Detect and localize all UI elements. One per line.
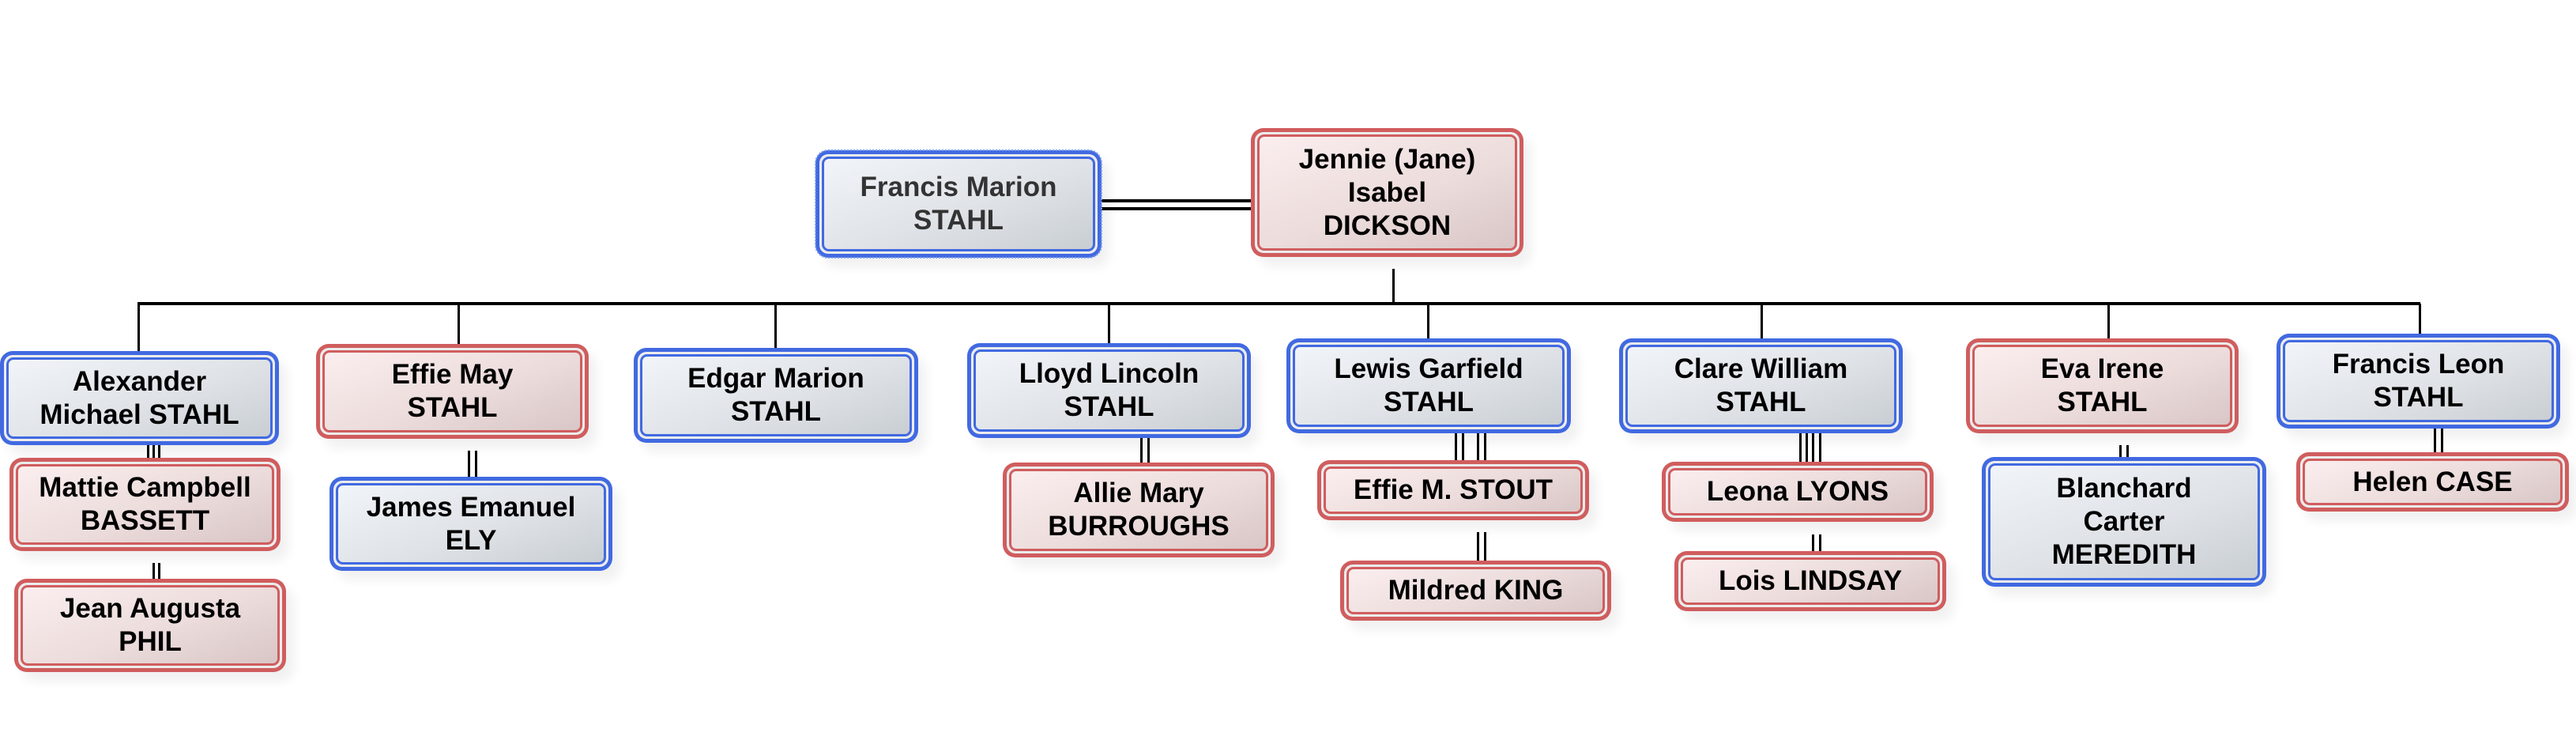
person-effie-may-stahl[interactable]: Effie May STAHL [316,344,589,439]
person-name: Jean Augusta PHIL [21,585,280,666]
person-jean-phil[interactable]: Jean Augusta PHIL [14,579,286,672]
person-name: Lloyd Lincoln STAHL [974,349,1245,432]
person-francis-marion-stahl[interactable]: Francis Marion STAHL [815,149,1102,259]
marriage-line [475,451,477,477]
child-drop-line [2419,304,2421,334]
person-name: Allie Mary BURROUGHS [1009,469,1268,551]
person-name: Francis Marion STAHL [822,157,1095,251]
person-clare-stahl[interactable]: Clare William STAHL [1619,338,1903,433]
marriage-line [1455,433,1457,460]
person-name: Lewis Garfield STAHL [1293,345,1565,427]
person-name: Helen CASE [2303,459,2563,505]
marriage-line [1102,207,1252,210]
person-blanchard-meredith[interactable]: Blanchard Carter MEREDITH [1982,457,2266,587]
child-drop-line [458,304,460,345]
person-name: Effie May STAHL [322,350,582,432]
person-helen-case[interactable]: Helen CASE [2296,452,2569,512]
person-name: Blanchard Carter MEREDITH [1988,463,2260,580]
child-drop-line [137,304,140,351]
person-effie-stout[interactable]: Effie M. STOUT [1317,460,1589,520]
marriage-line [2119,445,2122,457]
child-drop-line [1427,304,1429,338]
person-name: Clare William STAHL [1625,345,1896,427]
child-drop-line [1108,304,1110,343]
person-name: Jennie (Jane) Isabel DICKSON [1257,134,1517,251]
marriage-line [153,563,155,579]
person-james-ely[interactable]: James Emanuel ELY [330,477,612,571]
person-lloyd-stahl[interactable]: Lloyd Lincoln STAHL [967,343,1251,438]
person-jennie-dickson[interactable]: Jennie (Jane) Isabel DICKSON [1251,128,1523,257]
person-lois-lindsay[interactable]: Lois LINDSAY [1674,551,1946,611]
marriage-line [2434,429,2436,452]
child-drop-line [1761,304,1763,338]
child-drop-line [2107,304,2110,338]
marriage-line [1484,532,1486,561]
marriage-line [2441,429,2443,452]
marriage-line [1477,433,1479,460]
person-eva-stahl[interactable]: Eva Irene STAHL [1966,338,2239,433]
marriage-line [1812,433,1814,462]
person-name: James Emanuel ELY [336,483,606,565]
person-name: Edgar Marion STAHL [640,354,912,436]
person-name: Alexander Michael STAHL [6,357,273,439]
marriage-line [468,451,470,477]
person-name: Eva Irene STAHL [1972,345,2232,427]
person-mildred-king[interactable]: Mildred KING [1340,561,1611,621]
marriage-line [158,563,160,579]
person-allie-burroughs[interactable]: Allie Mary BURROUGHS [1003,463,1275,557]
marriage-line [1484,433,1486,460]
marriage-line [1147,438,1150,463]
child-drop-line [774,304,777,348]
person-leona-lyons[interactable]: Leona LYONS [1662,462,1934,522]
marriage-line [1140,438,1143,463]
marriage-line [1462,433,1464,460]
person-name: Leona LYONS [1668,468,1927,516]
marriage-line [1102,199,1252,202]
person-edgar-stahl[interactable]: Edgar Marion STAHL [634,348,918,443]
marriage-line [2126,445,2129,457]
marriage-line [1806,433,1808,462]
person-francis-leon-stahl[interactable]: Francis Leon STAHL [2277,334,2560,429]
person-mattie-bassett[interactable]: Mattie Campbell BASSETT [9,458,281,551]
person-name: Lois LINDSAY [1681,557,1940,605]
marriage-line [153,445,155,458]
person-name: Mattie Campbell BASSETT [16,464,274,545]
sibling-bus-line [137,302,2420,305]
marriage-line [1477,532,1479,561]
person-name: Effie M. STOUT [1324,466,1583,514]
person-name: Mildred KING [1346,567,1605,614]
marriage-line [1819,433,1821,462]
marriage-line [1819,534,1821,551]
person-lewis-stahl[interactable]: Lewis Garfield STAHL [1286,338,1571,433]
marriage-line [1812,534,1814,551]
descent-line [1392,269,1395,304]
marriage-line [147,445,149,458]
person-name: Francis Leon STAHL [2283,340,2554,422]
marriage-line [158,445,160,458]
marriage-line [1799,433,1802,462]
person-alexander-stahl[interactable]: Alexander Michael STAHL [0,351,279,445]
